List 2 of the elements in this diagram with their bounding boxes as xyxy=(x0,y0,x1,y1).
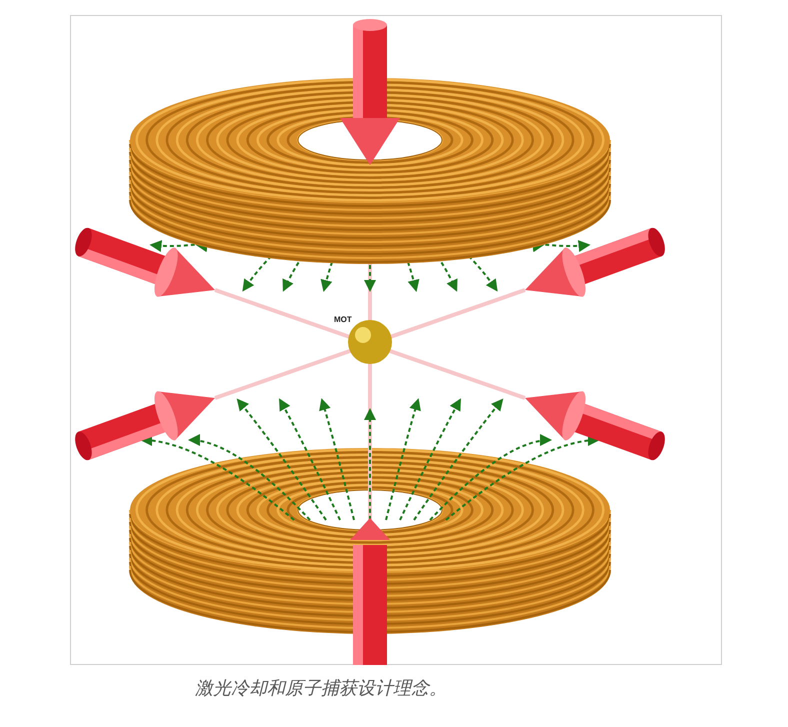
mot-label: MOT xyxy=(334,315,352,324)
figure-caption: 激光冷却和原子捕获设计理念。 xyxy=(195,677,447,700)
